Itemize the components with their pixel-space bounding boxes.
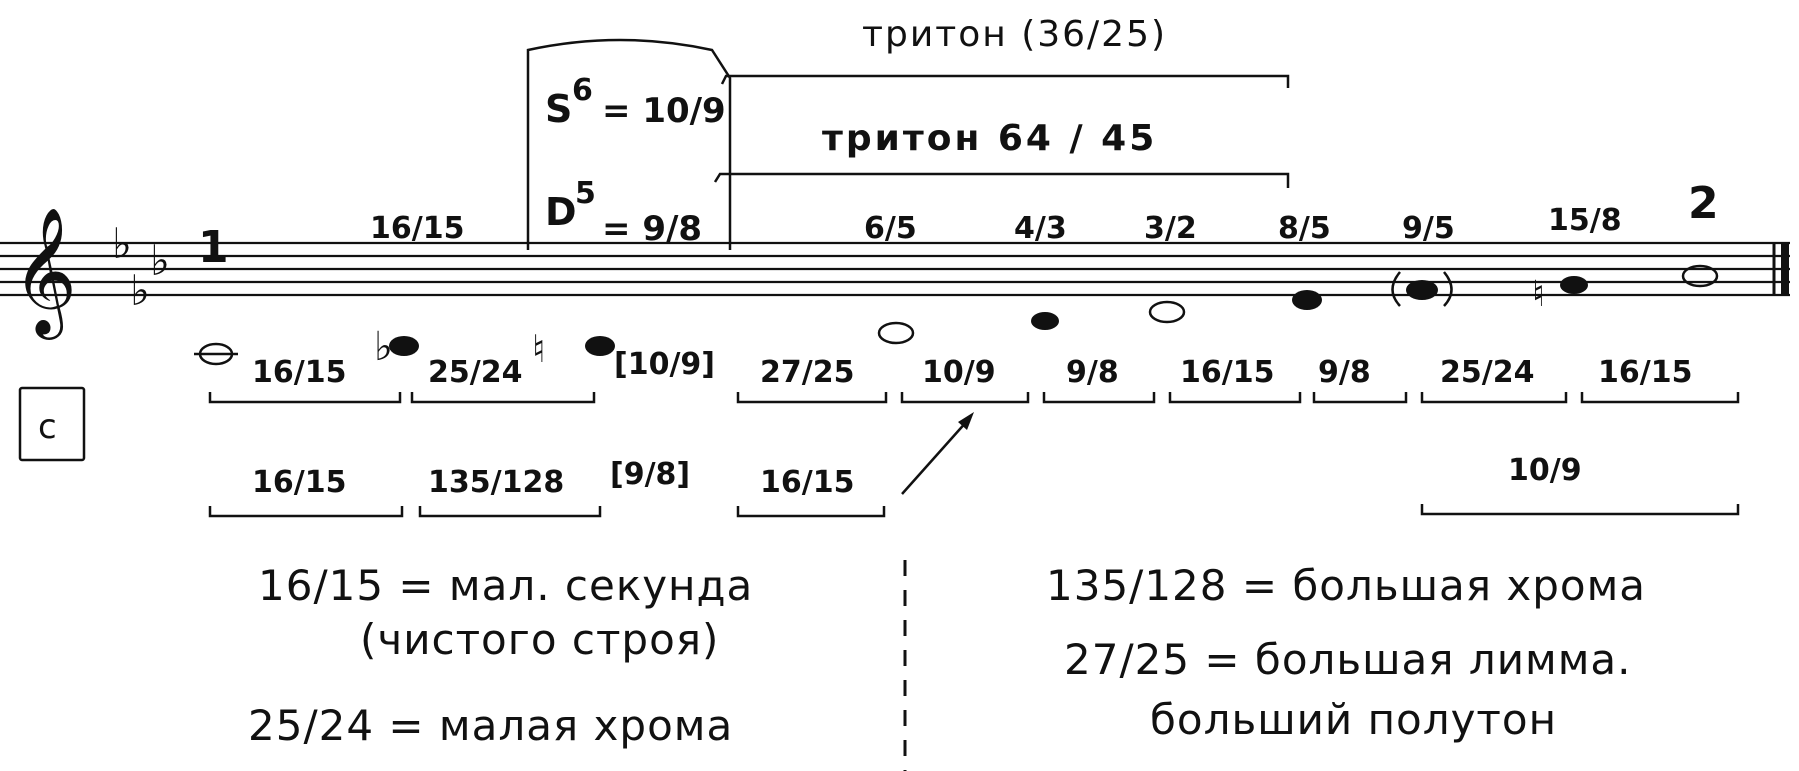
interval-label: 25/24 [1440, 355, 1534, 390]
legend-line: 27/25 = большая лимма. [1064, 635, 1632, 684]
final-barline [1772, 243, 1789, 295]
legend-left: 16/15 = мал. секунда (чистого строя) 25/… [248, 561, 753, 750]
legend-line: 16/15 = мал. секунда [258, 561, 753, 610]
svg-text:♭: ♭ [112, 219, 132, 268]
svg-text:6: 6 [572, 73, 593, 108]
interval-label: 10/9 [922, 355, 996, 390]
legend-line: (чистого строя) [360, 615, 719, 664]
note-whole [877, 321, 915, 345]
legend-line: больший полутон [1150, 695, 1557, 744]
note-whole [1681, 264, 1719, 288]
notes: ♭ ♮ ♮ [194, 264, 1719, 371]
tritone-label-2: тритон 64 / 45 [822, 118, 1157, 159]
note-black [1406, 280, 1438, 300]
treble-clef-icon: 𝄞 [12, 206, 77, 340]
degree-label: 3/2 [1144, 211, 1197, 246]
note-black [389, 336, 419, 356]
tritone-bracket-2 [713, 172, 1290, 188]
interval-above-16-15: 16/15 [370, 211, 464, 246]
svg-text:D: D [545, 190, 577, 234]
key-signature-flats: ♭ ♭ ♭ [112, 219, 170, 315]
note-black [1292, 290, 1322, 310]
tritone-label-1: тритон (36/25) [862, 14, 1167, 55]
degree-labels: 6/5 4/3 3/2 8/5 9/5 15/8 [864, 203, 1622, 246]
note-whole [1148, 300, 1186, 324]
interval-label: [9/8] [610, 457, 690, 492]
staff [0, 241, 1790, 297]
marker-1: 1 [198, 222, 229, 273]
degree-label: 15/8 [1548, 203, 1622, 238]
interval-label: 135/128 [428, 465, 564, 500]
tritone-bracket-1 [720, 74, 1290, 88]
note-black [1031, 312, 1059, 330]
degree-label: 4/3 [1014, 211, 1067, 246]
interval-label: 16/15 [1598, 355, 1692, 390]
key-letter: c [38, 407, 57, 447]
subdominant-dominant-bracket [526, 38, 732, 250]
arrow-icon [901, 412, 974, 495]
interval-label: [10/9] [614, 347, 715, 382]
key-box [18, 386, 86, 462]
svg-text:♭: ♭ [130, 266, 150, 315]
interval-label: 9/8 [1318, 355, 1371, 390]
flat-accidental-icon: ♭ [374, 324, 393, 370]
interval-label: 16/15 [1180, 355, 1274, 390]
legend-line: 25/24 = малая хрома [248, 701, 733, 750]
interval-label: 16/15 [760, 465, 854, 500]
interval-row-1-brackets [208, 392, 1740, 404]
svg-text:= 9/8: = 9/8 [602, 209, 702, 249]
natural-accidental-icon: ♮ [1532, 274, 1545, 315]
interval-label: 9/8 [1066, 355, 1119, 390]
note-circle [1391, 271, 1453, 307]
s6-label: S 6 = 10/9 [545, 73, 726, 131]
note-whole [198, 342, 234, 366]
marker-2: 2 [1688, 178, 1719, 229]
degree-label: 8/5 [1278, 211, 1331, 246]
interval-label: 16/15 [252, 355, 346, 390]
interval-row-1: 16/15 25/24 [10/9] 27/25 10/9 9/8 16/15 … [252, 347, 1692, 390]
svg-text:= 10/9: = 10/9 [602, 91, 726, 131]
svg-text:S: S [545, 87, 572, 131]
note-black [585, 336, 615, 356]
natural-accidental-icon: ♮ [532, 327, 546, 371]
svg-text:♭: ♭ [150, 236, 170, 285]
interval-label: 27/25 [760, 355, 854, 390]
degree-label: 6/5 [864, 211, 917, 246]
interval-label: 10/9 [1508, 453, 1582, 488]
svg-text:5: 5 [575, 176, 596, 211]
interval-label: 16/15 [252, 465, 346, 500]
note-black [1560, 276, 1588, 294]
interval-row-2-brackets [208, 504, 1740, 518]
interval-row-2: 16/15 135/128 [9/8] 16/15 10/9 [252, 453, 1582, 500]
interval-label: 25/24 [428, 355, 522, 390]
degree-label: 9/5 [1402, 211, 1455, 246]
d5-label: D 5 = 9/8 [545, 176, 702, 249]
legend-right: 135/128 = большая хрома 27/25 = большая … [1046, 561, 1646, 744]
legend-line: 135/128 = большая хрома [1046, 561, 1646, 610]
